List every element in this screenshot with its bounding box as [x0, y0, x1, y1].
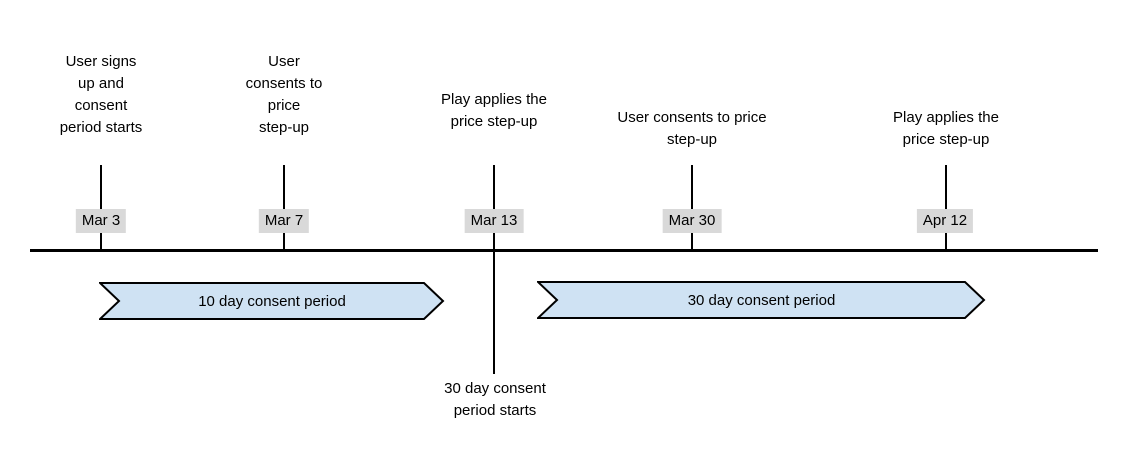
- event-label-apr12: Play applies the price step-up: [893, 109, 999, 148]
- event-label-mar3: User signs up and consent period starts: [59, 53, 143, 136]
- event-tick-mar13: [493, 165, 495, 250]
- event-tick-mar7: [283, 165, 285, 250]
- date-badge-mar7: Mar 7: [258, 209, 310, 233]
- period-banner-30day-shape: [537, 281, 986, 319]
- note-label: 30 day consent period starts: [444, 380, 546, 419]
- date-badge-mar13: Mar 13: [464, 209, 524, 233]
- period-banner-30day-label: 30 day consent period: [687, 291, 836, 309]
- event-label-mar13: Play applies the price step-up: [441, 91, 547, 130]
- note-connector-line: [493, 252, 495, 374]
- event-tick-mar3: [100, 165, 102, 250]
- timeline-axis: [30, 249, 1098, 252]
- event-label-mar7: User consents to price step-up: [245, 53, 323, 136]
- date-badge-apr12: Apr 12: [916, 209, 974, 233]
- date-badge-mar30: Mar 30: [662, 209, 722, 233]
- period-banner-10day: 10 day consent period: [99, 282, 445, 320]
- event-tick-mar30: [691, 165, 693, 250]
- event-tick-apr12: [945, 165, 947, 250]
- period-banner-30day: 30 day consent period: [537, 281, 986, 319]
- period-banner-10day-shape: [99, 282, 445, 320]
- date-badge-mar3: Mar 3: [75, 209, 127, 233]
- event-label-mar30: User consents to price step-up: [617, 109, 767, 148]
- period-banner-10day-label: 10 day consent period: [198, 292, 346, 310]
